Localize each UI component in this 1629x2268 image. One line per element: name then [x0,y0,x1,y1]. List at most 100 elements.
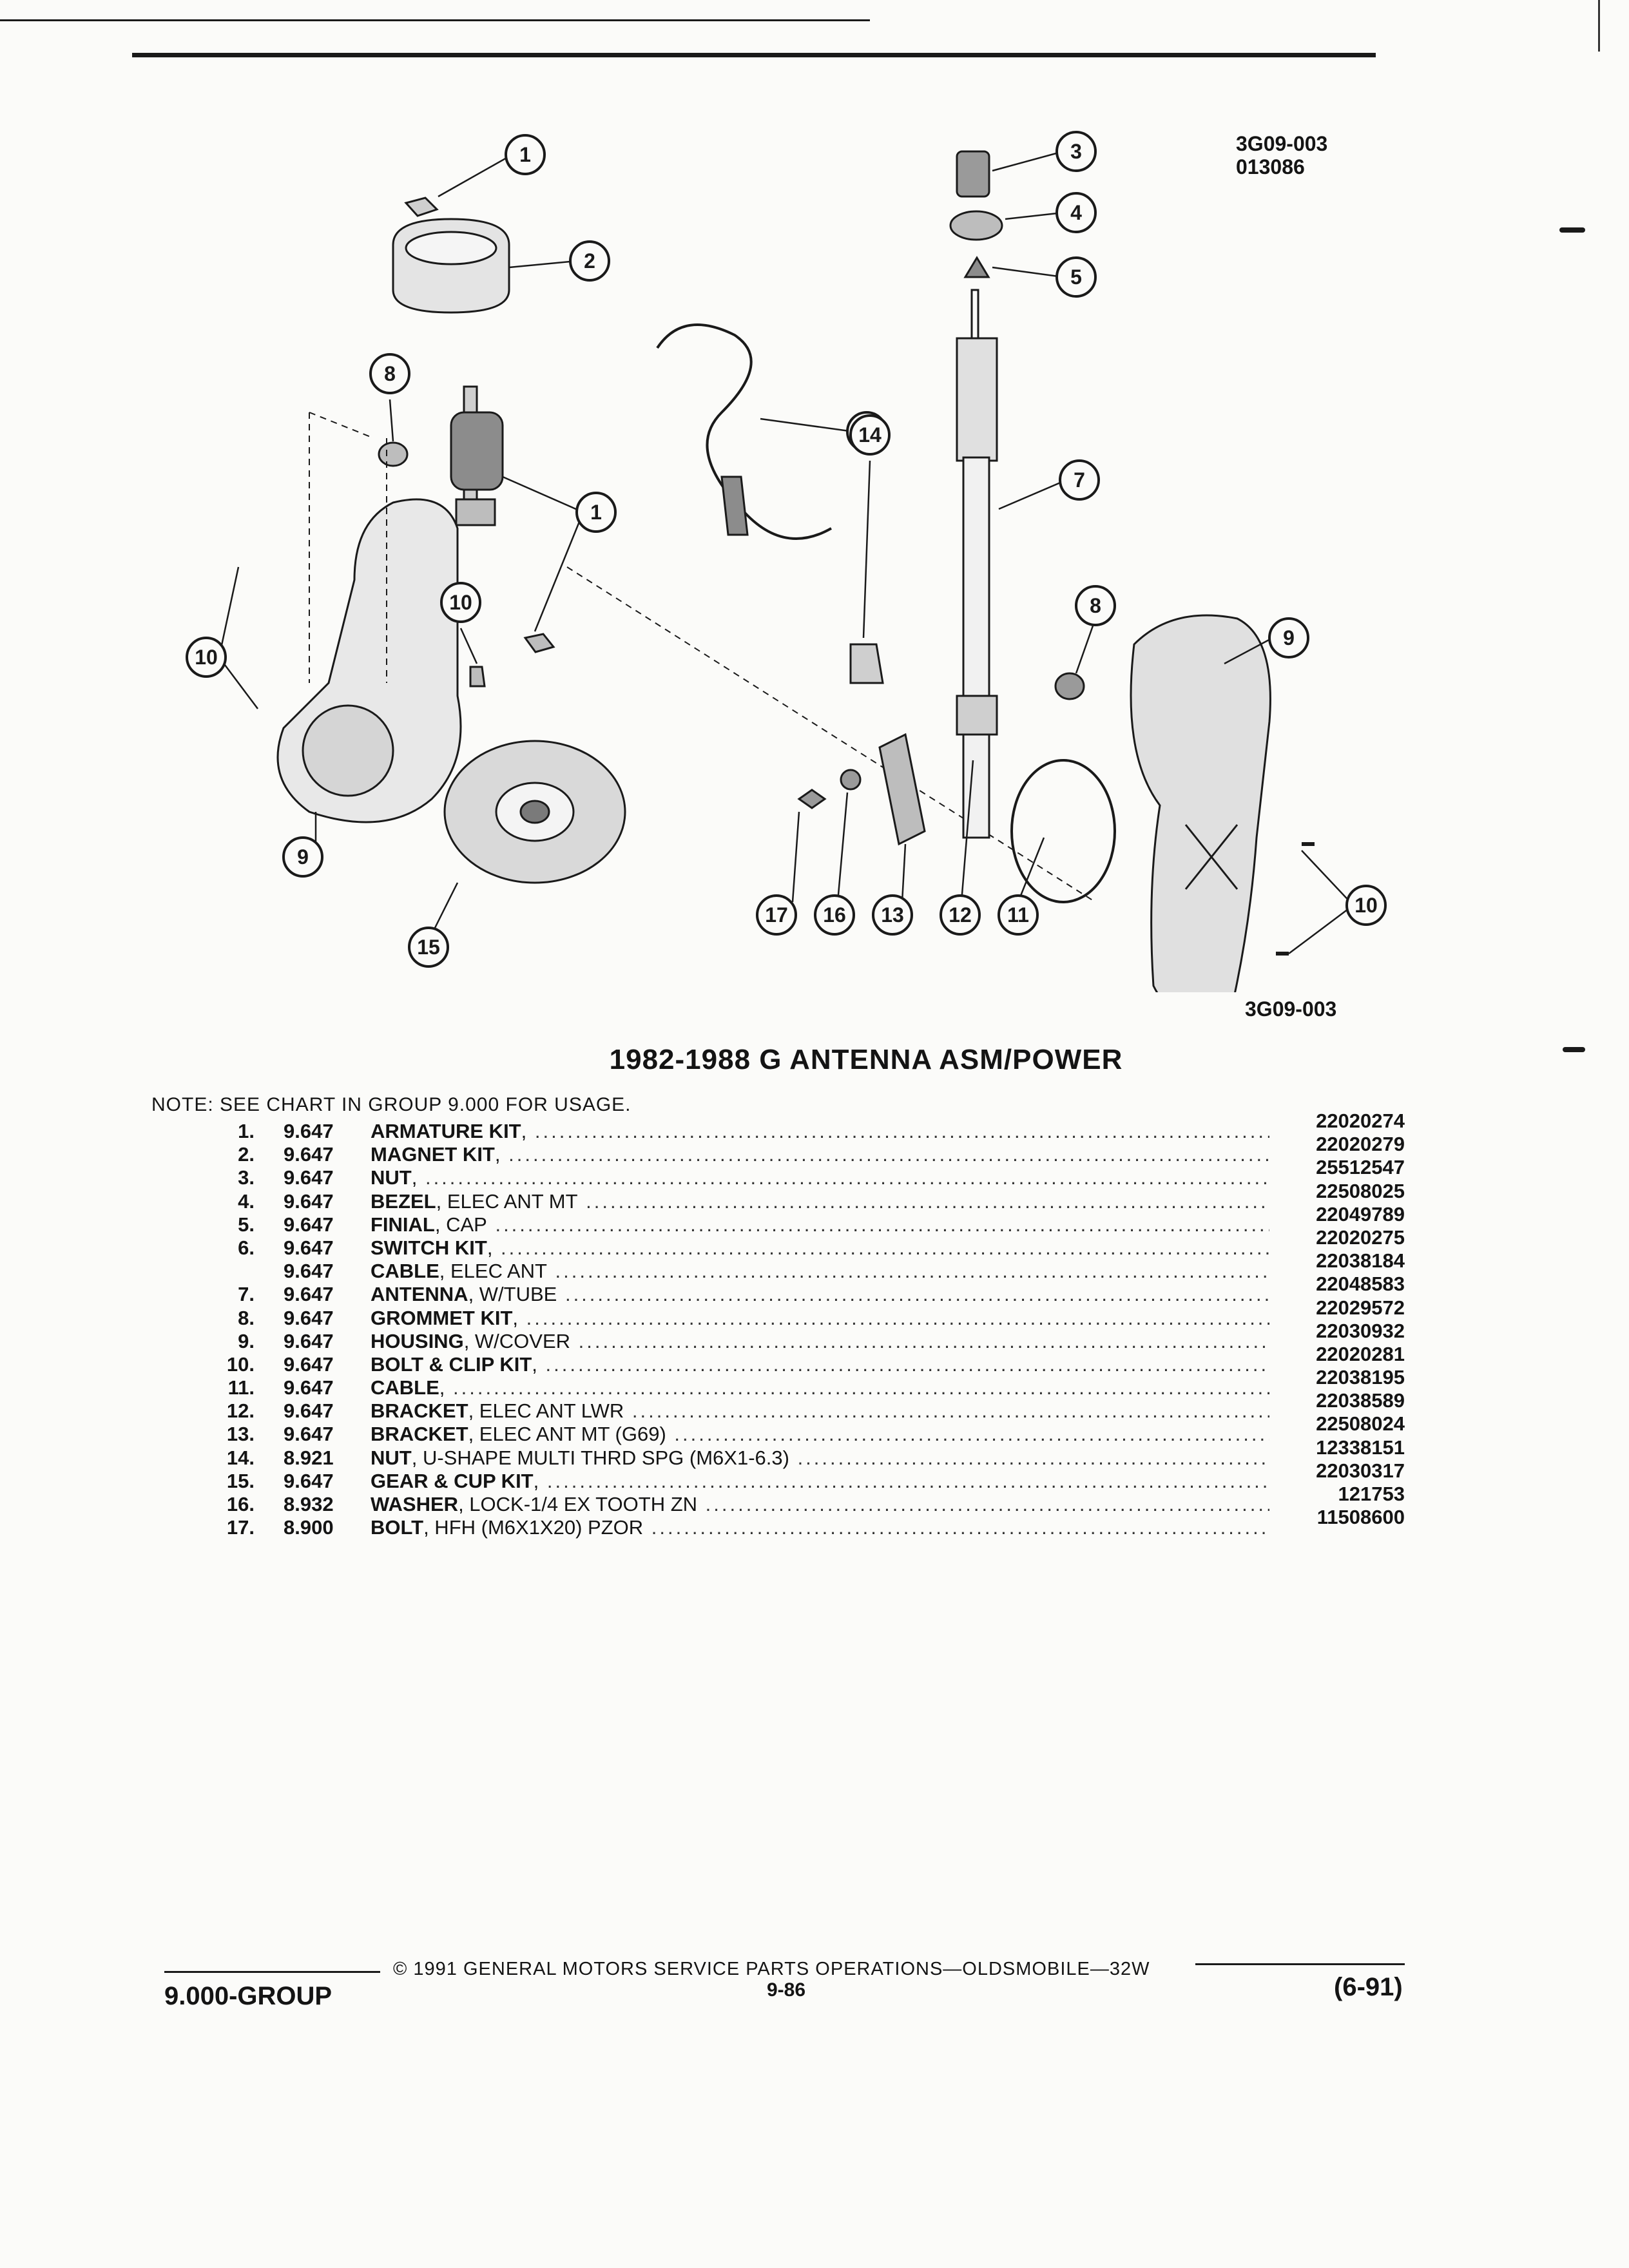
group-number: 9.647 [284,1213,334,1236]
leader-dots: ........................................… [534,1120,1269,1142]
leader-dots: ........................................… [545,1352,1269,1376]
callout-label: 8 [1090,594,1101,617]
callout-7: 7 [1059,459,1100,501]
part-qualifier: , ELEC ANT MT [436,1189,578,1213]
part-description: BOLT, HFH (M6X1X20) PZOR ...............… [371,1516,1269,1539]
leader-dots: ........................................… [495,1213,1269,1236]
callout-circle [1059,459,1100,501]
figure-code-top: 3G09-003 013086 [1236,132,1327,178]
callout-label: 17 [765,903,788,927]
leader-dots: ........................................… [797,1446,1269,1469]
item-number: 14. [226,1446,255,1469]
page-edge-mark [1598,0,1600,52]
group-number: 8.932 [284,1493,334,1515]
part-name: ANTENNA [371,1283,468,1306]
part-name: BRACKET [371,1399,468,1423]
part-number: 12338151 [1316,1436,1405,1459]
callout-label: 15 [417,936,440,959]
armature-clip-part [404,197,439,217]
leader-dots: ........................................… [564,1283,1269,1306]
item-number: 1. [238,1120,255,1142]
item-number: 4. [238,1189,255,1213]
callout-label: 16 [823,903,846,927]
callout-leader-lines [218,150,1354,954]
leader-dots: ........................................… [453,1376,1269,1399]
part-name: BOLT & CLIP KIT [371,1352,532,1376]
usage-note: NOTE: SEE CHART IN GROUP 9.000 FOR USAGE… [151,1094,631,1115]
group-number: 9.647 [284,1423,334,1446]
callout-label: 10 [195,646,218,669]
part-name: GROMMET KIT [371,1306,513,1329]
callout-label: 12 [949,903,972,927]
callout-label: 11 [1007,903,1029,927]
part-number: 22038589 [1316,1389,1405,1412]
footer-copyright: © 1991 GENERAL MOTORS SERVICE PARTS OPER… [393,1959,1150,1979]
washer-part [840,769,862,791]
leader-dots: ........................................… [651,1516,1269,1539]
part-qualifier: , [439,1376,445,1399]
callout-circle [505,134,546,175]
callout-label: 13 [881,903,904,927]
callout-circle [872,894,913,936]
page-title: 1982-1988 G ANTENNA ASM/POWER [609,1044,1123,1075]
group-number: 9.647 [284,1189,334,1213]
item-number: 11. [227,1376,255,1399]
scan-mark [1559,227,1585,233]
leader-dots: ........................................… [631,1399,1269,1423]
group-number: 9.647 [284,1166,334,1189]
leader-dots: ........................................… [425,1166,1269,1189]
callout-9: 9 [1268,617,1309,658]
group-number: 9.647 [284,1120,334,1142]
item-number: 15. [226,1469,255,1492]
part-qualifier: , LOCK-1/4 EX TOOTH ZN [458,1493,698,1515]
part-qualifier: , ELEC ANT [439,1260,547,1283]
part-number: 11508600 [1316,1506,1405,1529]
callout-label: 1 [590,501,602,524]
group-number: 9.647 [284,1283,334,1306]
part-number: 121753 [1338,1483,1405,1505]
scan-mark [1563,1047,1585,1052]
leader-dots: ........................................… [526,1306,1269,1329]
bolt-clip-part [469,666,486,687]
leader-dots: ........................................… [508,1143,1269,1166]
part-name: FINIAL [371,1213,435,1236]
part-qualifier: , ELEC ANT MT (G69) [468,1423,666,1446]
leader-dots: ........................................… [586,1189,1269,1213]
part-description: BRACKET, ELEC ANT MT (G69) .............… [371,1423,1269,1446]
u-nut-part [849,643,884,684]
part-name: MAGNET KIT [371,1143,495,1166]
item-number: 10. [226,1352,255,1376]
leader-dots: ........................................… [501,1236,1269,1259]
callout-label: 1 [519,143,531,166]
callout-circle [814,894,855,936]
group-number: 8.900 [284,1516,334,1539]
switch-part [720,476,749,536]
part-description: BRACKET, ELEC ANT LWR ..................… [371,1399,1269,1423]
callout-circle [940,894,981,936]
footer-rule-right [1195,1963,1405,1965]
top-edge-rule [0,19,870,21]
part-number: 22030932 [1316,1319,1405,1342]
part-name: HOUSING [371,1329,464,1352]
callout-16: 16 [814,894,855,936]
part-name: BRACKET [371,1423,468,1446]
part-description: HOUSING, W/COVER .......................… [371,1330,1269,1353]
group-number: 9.647 [284,1260,334,1283]
group-number: 9.647 [284,1329,334,1352]
part-number: 22049789 [1316,1202,1405,1225]
part-qualifier: , [487,1236,493,1259]
figure-code-bottom: 3G09-003 [1245,997,1337,1021]
callout-1: 1 [505,134,546,175]
part-name: ARMATURE KIT [371,1120,521,1142]
group-number: 9.647 [284,1399,334,1423]
callout-1: 1 [575,492,617,533]
screw-part-right [1276,842,1315,956]
armature-part [450,385,504,526]
part-number: 22048583 [1316,1273,1405,1296]
